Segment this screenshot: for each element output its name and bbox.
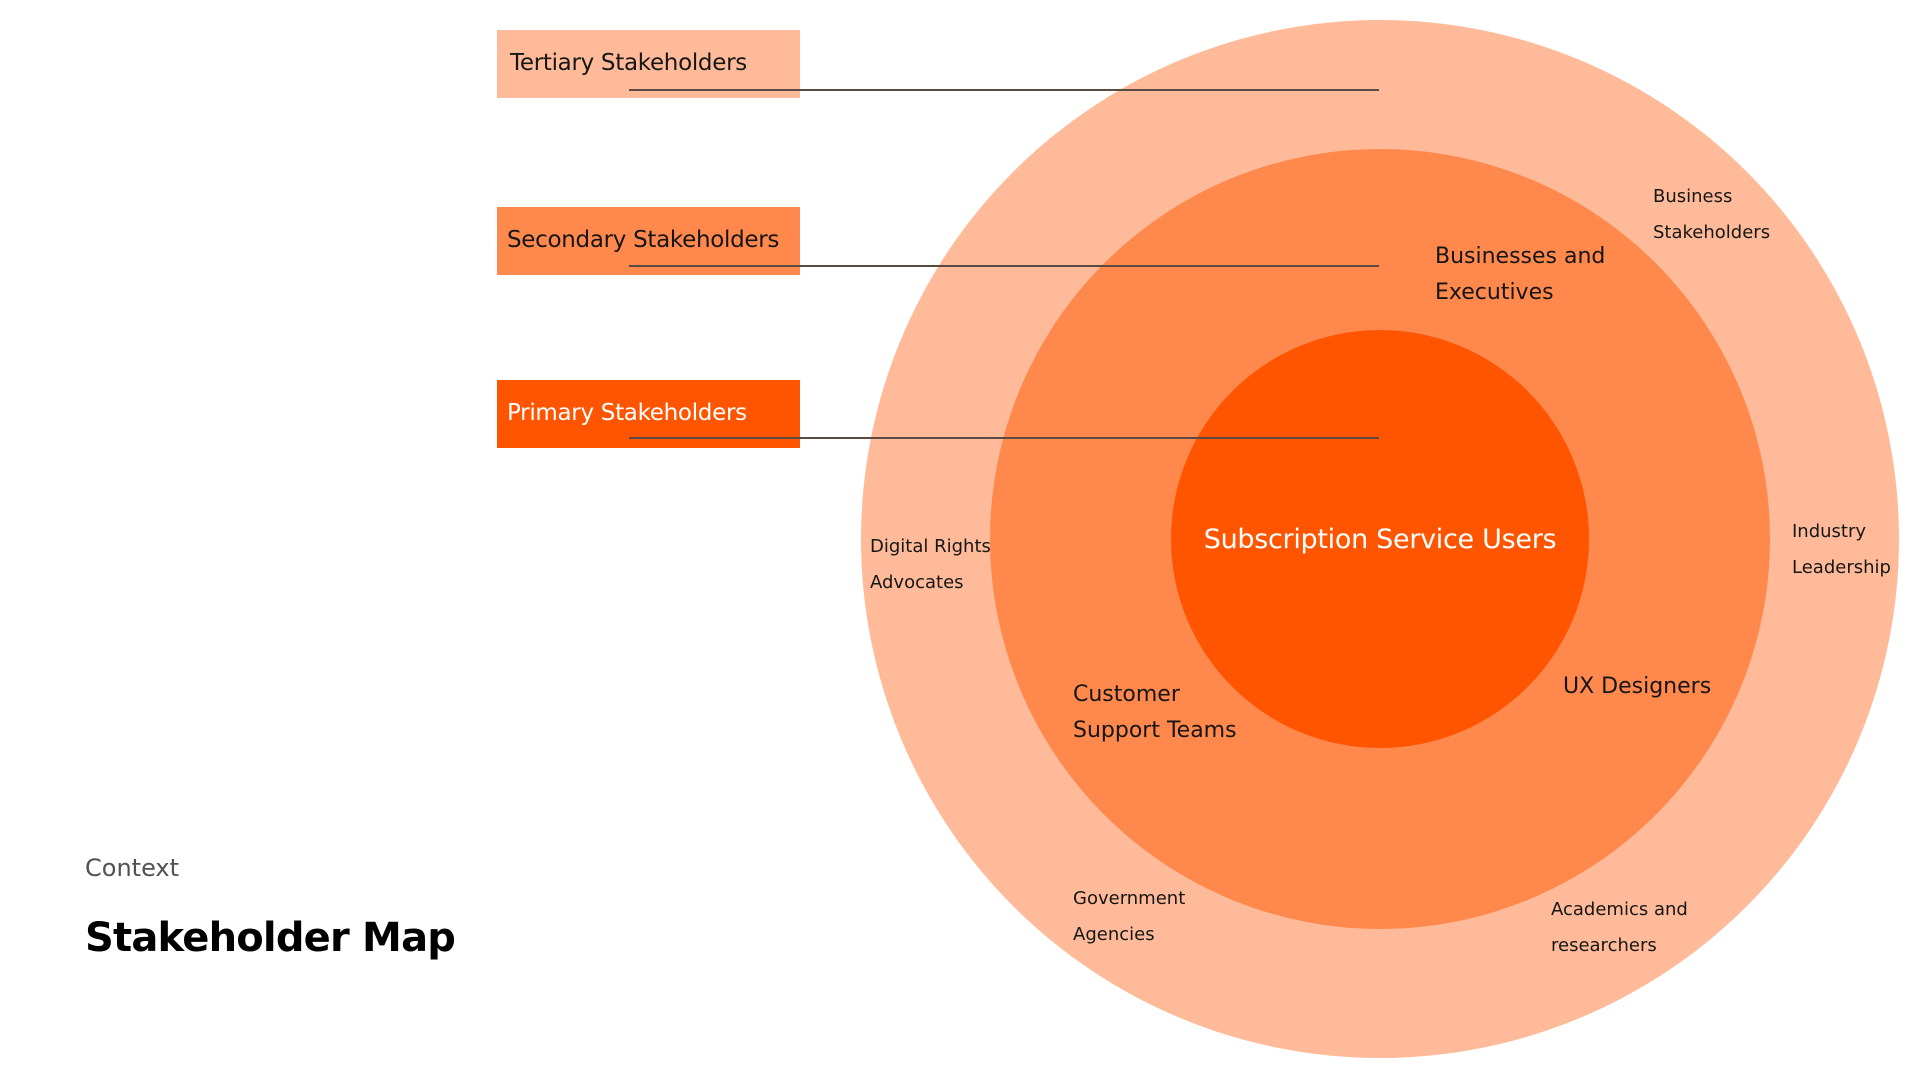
label-line: researchers [1551,935,1657,956]
connector-line-tertiary [629,89,1379,91]
label-government-agencies: Government Agencies [1073,881,1185,953]
legend-tertiary-stakeholders: Tertiary Stakeholders [497,30,800,98]
label-subscription-service-users: Subscription Service Users [1203,524,1557,555]
label-customer-support-teams: Customer Support Teams [1073,677,1237,749]
label-line: Executives [1435,280,1554,305]
label-business-stakeholders: Business Stakeholders [1653,179,1770,251]
legend-secondary-stakeholders: Secondary Stakeholders [497,207,800,275]
legend-tertiary-label: Tertiary Stakeholders [510,50,747,76]
label-line: Agencies [1073,924,1155,945]
label-line: UX Designers [1563,674,1712,699]
label-digital-rights-advocates: Digital Rights Advocates [870,529,991,601]
label-line: Academics and [1551,899,1688,920]
label-line: Support Teams [1073,718,1237,743]
label-businesses-executives: Businesses and Executives [1435,239,1605,311]
label-line: Advocates [870,572,964,593]
page-title: Stakeholder Map [85,915,456,961]
label-line: Industry [1792,521,1867,542]
label-line: Digital Rights [870,536,991,557]
label-line: Business [1653,186,1733,207]
label-ux-designers: UX Designers [1563,669,1711,705]
legend-secondary-label: Secondary Stakeholders [507,227,780,253]
legend-primary-label: Primary Stakeholders [507,400,747,426]
label-line: Government [1073,888,1186,909]
label-line: Customer [1073,682,1180,707]
label-line: Businesses and [1435,244,1606,269]
context-label: Context [85,854,180,882]
primary-core [1171,330,1589,748]
label-industry-leadership: Industry Leadership [1792,514,1891,586]
label-academics-researchers: Academics and researchers [1551,892,1688,964]
label-line: Leadership [1792,557,1891,578]
connector-line-secondary [629,265,1379,267]
connector-line-primary [629,437,1379,439]
label-line: Stakeholders [1653,222,1771,243]
legend-primary-stakeholders: Primary Stakeholders [497,380,800,448]
